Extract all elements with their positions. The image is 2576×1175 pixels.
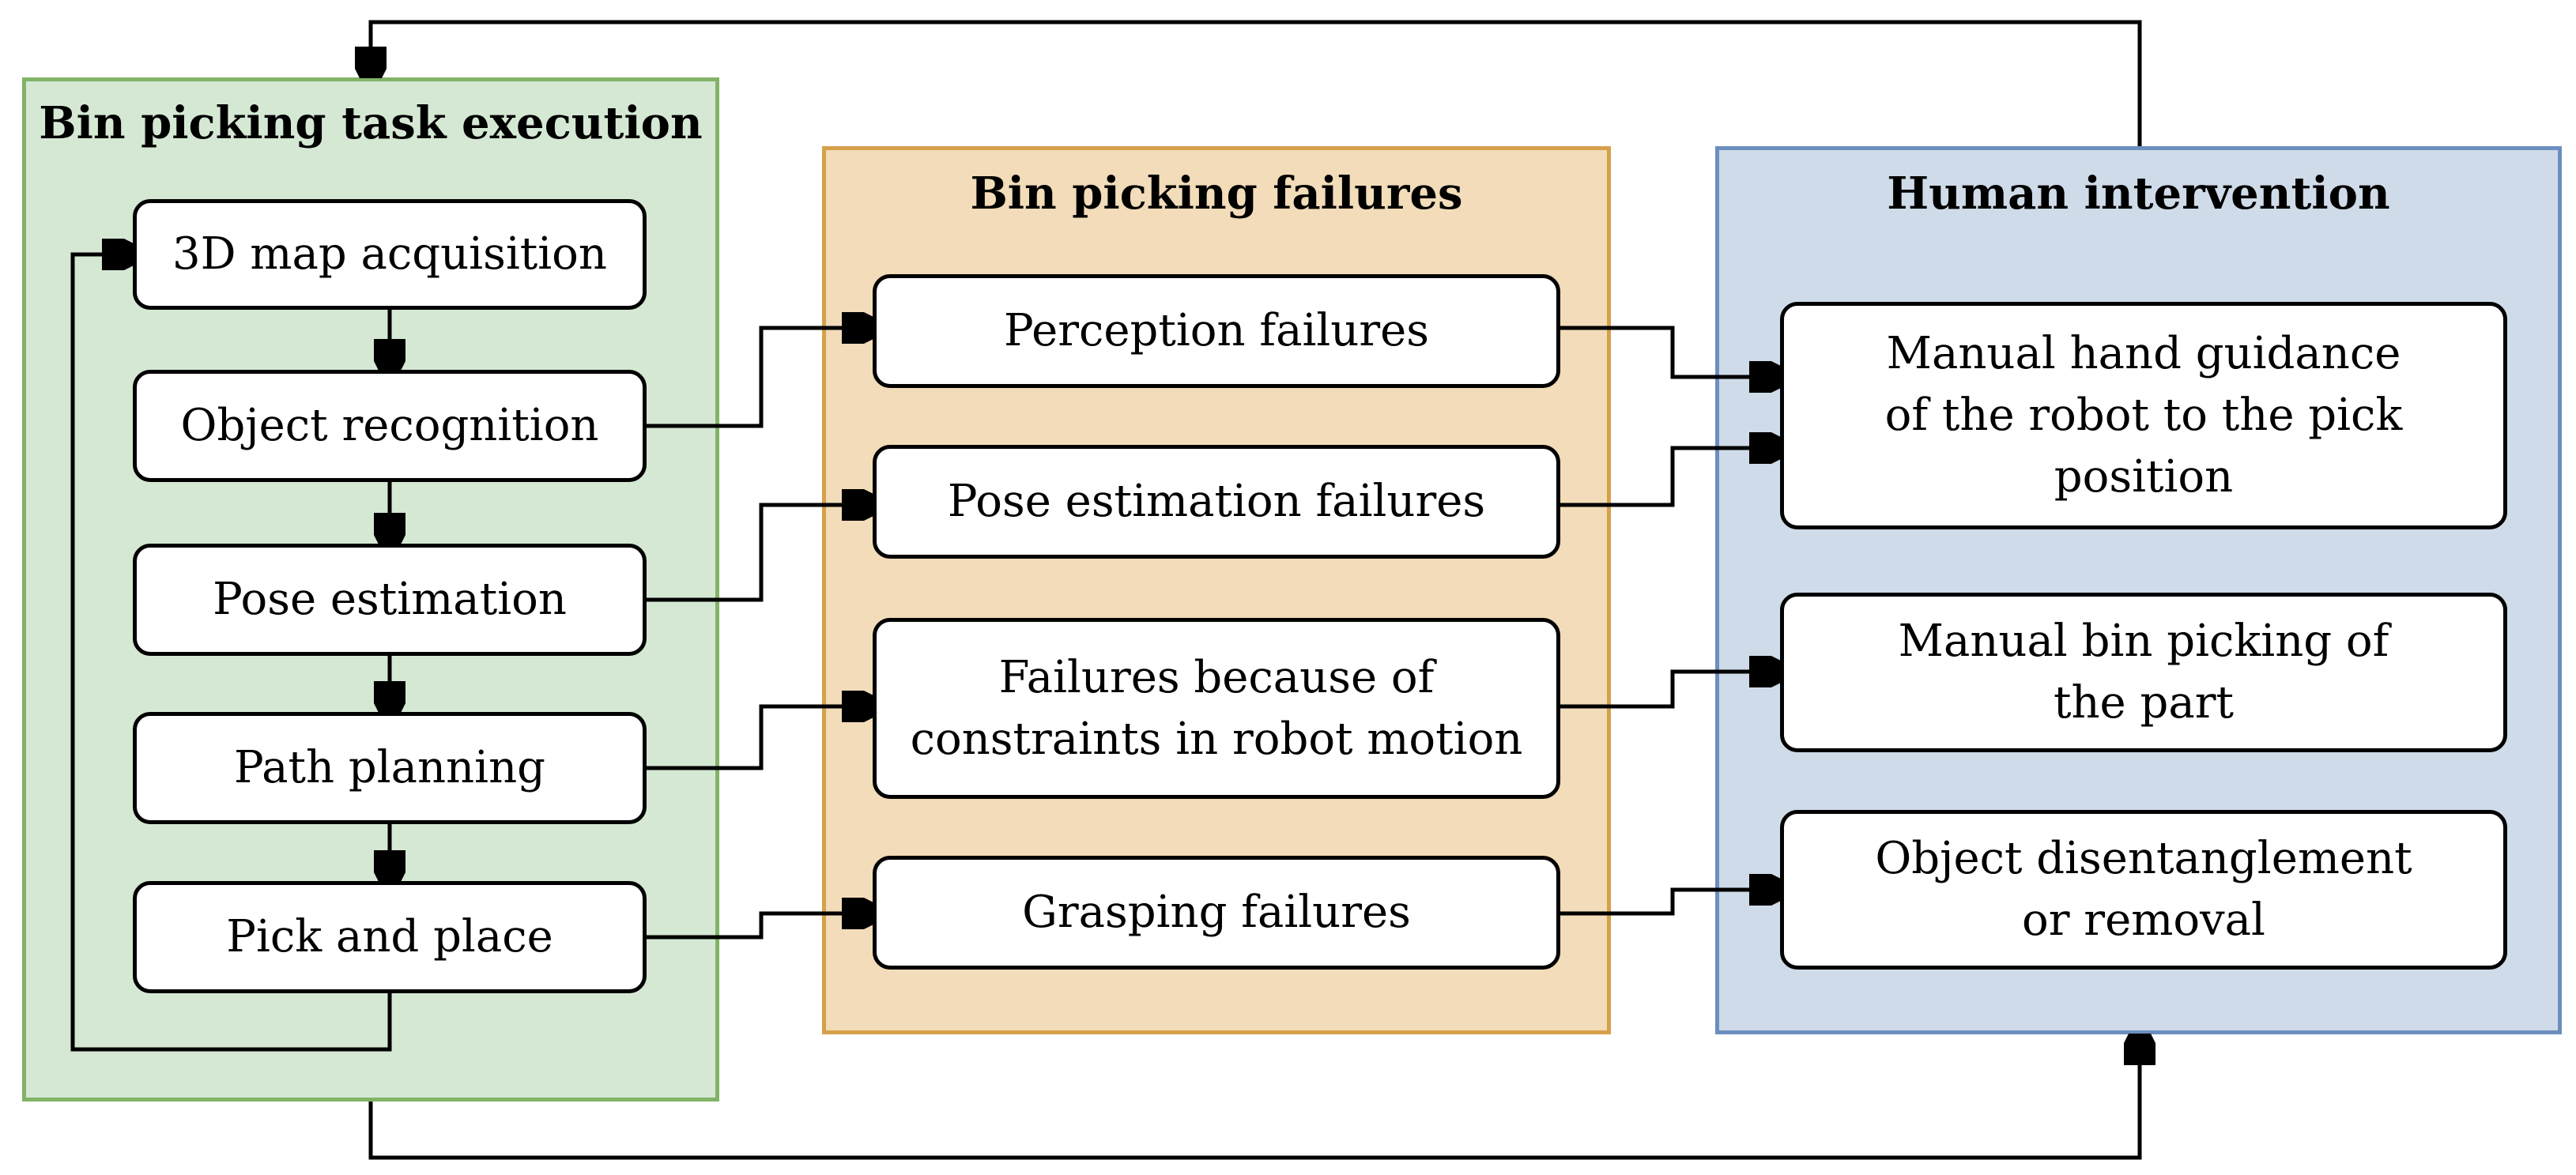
node-text-line: Failures because of — [998, 651, 1435, 703]
node-text-line: 3D map acquisition — [172, 228, 607, 280]
node-text-line: or removal — [2022, 894, 2265, 946]
node-text-line: constraints in robot motion — [910, 713, 1523, 765]
edge-perception-to-guidance — [1560, 326, 1777, 377]
edge-path-to-motion — [647, 706, 869, 770]
edge-grasp-to-disentangle — [1560, 890, 1777, 916]
node-recognition: Object recognition — [133, 370, 647, 482]
node-text-line: Grasping failures — [1022, 887, 1411, 938]
node-grasp: Grasping failures — [873, 856, 1560, 970]
node-text-line: Object disentanglement — [1875, 833, 2412, 884]
node-text-line: Manual hand guidance — [1886, 328, 2401, 379]
execution-panel-title: Bin picking task execution — [39, 97, 703, 149]
node-text-line: Pose estimation — [213, 574, 567, 625]
node-map: 3D map acquisition — [133, 199, 647, 310]
failures-panel-title: Bin picking failures — [970, 168, 1463, 220]
edge-recognition-to-perception — [647, 328, 869, 428]
edge-pose-to-pose-fail — [647, 505, 869, 602]
edge-pick-to-map — [70, 254, 392, 1052]
edge-execution-to-human — [368, 1038, 2140, 1160]
human-panel-title: Human intervention — [1887, 168, 2390, 220]
node-text-line: Manual bin picking of — [1898, 616, 2389, 667]
node-pose: Pose estimation — [133, 544, 647, 656]
edge-pick-to-grasp — [647, 913, 869, 940]
node-text-line: Path planning — [233, 742, 546, 793]
node-text-line: position — [2054, 451, 2234, 503]
node-disentangle: Object disentanglement or removal — [1780, 810, 2507, 970]
node-text-line: Pick and place — [226, 911, 553, 962]
node-path: Path planning — [133, 712, 647, 824]
node-text-line: Pose estimation failures — [947, 476, 1486, 527]
edge-pose-fail-to-guidance — [1560, 448, 1777, 507]
edge-human-to-execution — [371, 20, 2142, 146]
node-text-line: Perception failures — [1003, 305, 1430, 356]
node-pick: Pick and place — [133, 881, 647, 993]
node-manual: Manual bin picking of the part — [1780, 593, 2507, 752]
node-text-line: of the robot to the pick — [1884, 390, 2403, 441]
node-text-line: the part — [2053, 677, 2235, 729]
edge-motion-to-manual — [1560, 672, 1777, 709]
node-motion: Failures because of constraints in robot … — [873, 618, 1560, 799]
node-perception: Perception failures — [873, 274, 1560, 388]
node-pose-fail: Pose estimation failures — [873, 445, 1560, 559]
node-text-line: Object recognition — [180, 400, 599, 451]
node-guidance: Manual hand guidance of the robot to the … — [1780, 302, 2507, 529]
